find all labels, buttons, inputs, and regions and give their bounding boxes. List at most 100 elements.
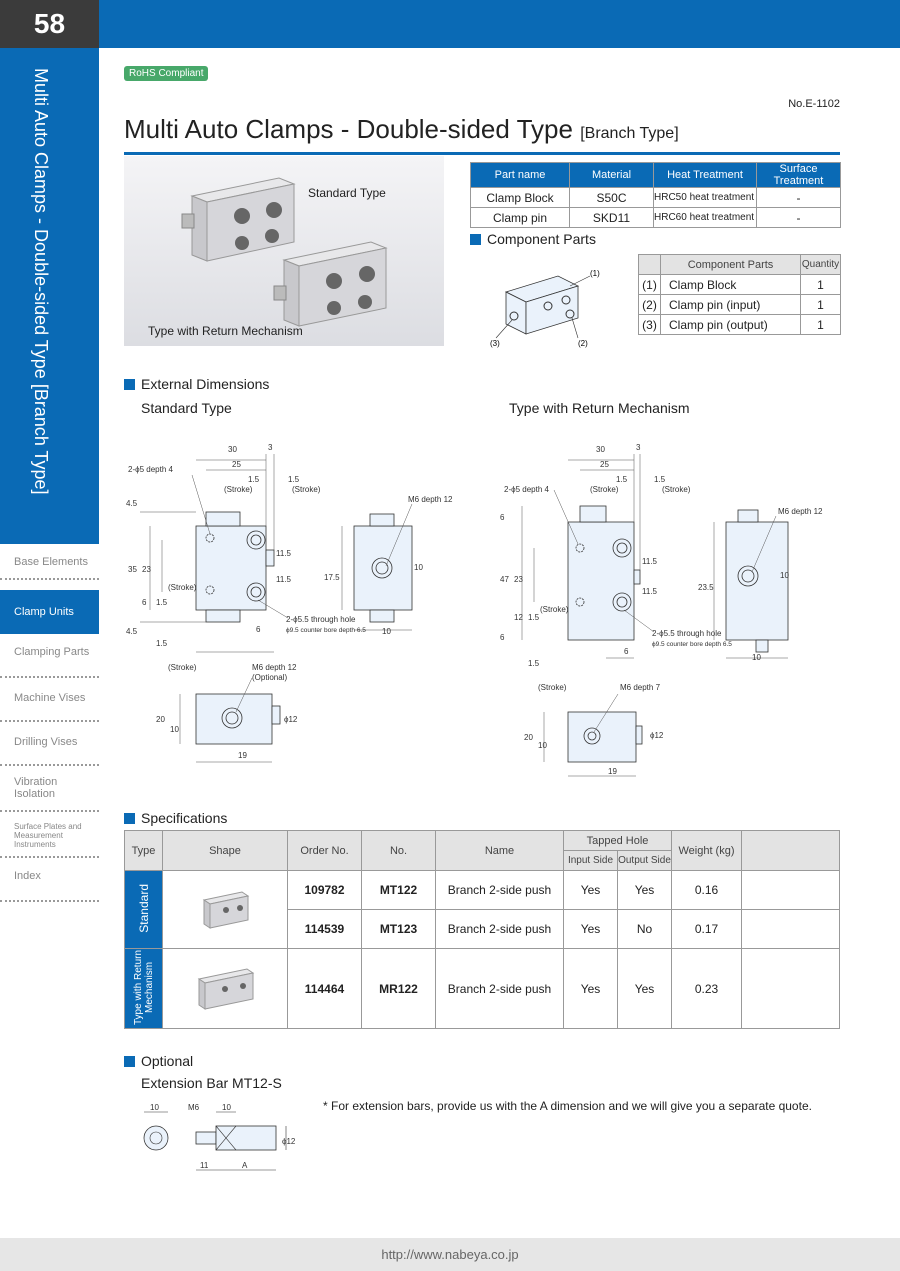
dim-23-5: 23.5 (698, 583, 714, 592)
section-label: External Dimensions (141, 376, 270, 392)
nav-vibration-isolation[interactable]: Vibration Isolation (0, 776, 99, 812)
std-side-body (353, 525, 413, 611)
type-cell-standard: Standard (124, 870, 163, 949)
dim-10: 10 (752, 653, 761, 662)
ret-bottom-pin (635, 725, 643, 745)
ext-dim-m6: M6 (188, 1103, 200, 1112)
output-side: Yes (617, 870, 672, 910)
dim-hole-b: 2-ϕ5.5 through hole (652, 629, 722, 638)
nav-index[interactable]: Index (0, 870, 99, 902)
spec-table: Type Shape Order No. No. Name Tapped Hol… (124, 830, 840, 1029)
dim-19: 19 (608, 767, 617, 776)
dim-hole-b2: ϕ9.5 counter bore depth 6.5 (286, 627, 366, 634)
table-row: Clamp pin SKD11 HRC60 heat treatment - (470, 207, 841, 228)
dim-standard-title: Standard Type (141, 400, 232, 416)
dim-1-5: 1.5 (288, 475, 300, 484)
model-no: MT123 (361, 909, 436, 949)
dim-stroke: (Stroke) (538, 683, 567, 692)
ret-front-pin-side (633, 569, 641, 585)
extension-bar-title: Extension Bar MT12-S (141, 1075, 282, 1091)
table-cell: HRC50 heat treatment (653, 187, 757, 208)
ext-dim-a: A (242, 1161, 248, 1170)
title-rule (124, 152, 840, 155)
nav-surface-plates[interactable]: Surface Plates and Measurement Instrumen… (0, 822, 99, 858)
table-cell: 1 (800, 294, 841, 315)
table-cell: HRC60 heat treatment (653, 207, 757, 228)
spec-header: Tapped Hole (563, 830, 672, 851)
dim-25: 25 (232, 460, 241, 469)
weight: 0.23 (671, 948, 742, 1029)
return-block-render (273, 241, 388, 327)
dim-1-5: 1.5 (528, 613, 540, 622)
dim-phi-12: ϕ12 (284, 715, 298, 724)
standard-block-render (181, 177, 296, 262)
dim-phi-12: ϕ12 (650, 731, 664, 740)
return-type-label: Type with Return Mechanism (148, 324, 303, 338)
order-no: 114464 (287, 948, 362, 1029)
product-photo: Standard Type Type with Return Mechanism (124, 156, 444, 346)
nav-clamp-units[interactable]: Clamp Units (0, 590, 99, 634)
std-side-pin-bottom (369, 609, 395, 623)
spec-subheader: Input Side (563, 850, 618, 871)
std-bottom-body (195, 693, 273, 745)
callout-1: (1) (590, 269, 600, 278)
spec-header: Name (435, 830, 564, 871)
dim-10: 10 (780, 571, 789, 580)
ext-end-view (143, 1125, 169, 1151)
std-bottom-pin (271, 705, 281, 725)
input-side: Yes (563, 870, 618, 910)
order-no: 114539 (287, 909, 362, 949)
standard-type-label: Standard Type (308, 186, 386, 200)
nav-base-elements[interactable]: Base Elements (0, 556, 99, 580)
spec-header: Shape (162, 830, 288, 871)
section-square-icon (124, 1055, 135, 1067)
material-header: Part name (470, 162, 570, 188)
ret-side-pin-bottom (755, 639, 769, 653)
callout-3: (3) (490, 339, 500, 348)
dim-30: 30 (228, 445, 237, 454)
blank-cell (741, 909, 840, 949)
dim-stroke: (Stroke) (540, 605, 569, 614)
ret-front-body (567, 521, 635, 641)
spec-header: Type (124, 830, 163, 871)
ret-front-pin-top (579, 505, 607, 523)
table-cell: (1) (638, 274, 661, 295)
dim-6: 6 (256, 625, 261, 634)
sidebar: Multi Auto Clamps - Double-sided Type [B… (0, 48, 99, 544)
weight: 0.17 (671, 909, 742, 949)
input-side: Yes (563, 909, 618, 949)
nav-machine-vises[interactable]: Machine Vises (0, 692, 99, 722)
product-render (181, 177, 388, 327)
dim-stroke: (Stroke) (224, 485, 253, 494)
std-front-pin-top (205, 511, 241, 527)
spec-header: No. (361, 830, 436, 871)
table-cell: 1 (800, 314, 841, 335)
material-table: Part name Material Heat Treatment Surfac… (470, 162, 841, 228)
table-cell: S50C (569, 187, 654, 208)
dim-11-5: 11.5 (276, 549, 292, 558)
component-header: Component Parts (660, 254, 801, 275)
ext-body (215, 1125, 277, 1151)
dim-return-title: Type with Return Mechanism (509, 400, 690, 416)
ext-thread (195, 1131, 217, 1145)
model-no: MT122 (361, 870, 436, 910)
nav-clamping-parts[interactable]: Clamping Parts (0, 646, 99, 678)
nav-drilling-vises[interactable]: Drilling Vises (0, 736, 99, 766)
standard-dimension-drawing: 30 3 25 1.5 1.5 (Stroke) (Stroke) 2-ϕ5 d… (126, 443, 453, 763)
dim-stroke: (Stroke) (168, 663, 197, 672)
table-row: Standard 109782 MT122 Branch 2-side push… (124, 870, 840, 949)
spec-header: Weight (kg) (671, 830, 742, 871)
table-cell: (2) (638, 294, 661, 315)
blank-cell (741, 948, 840, 1029)
spec-header: Order No. (287, 830, 362, 871)
dim-1-5: 1.5 (528, 659, 540, 668)
table-cell: 1 (800, 274, 841, 295)
dim-4-5: 4.5 (126, 499, 138, 508)
dim-10: 10 (538, 741, 547, 750)
footer-url[interactable]: http://www.nabeya.co.jp (0, 1238, 900, 1271)
dim-1-5: 1.5 (156, 639, 168, 648)
dim-stroke: (Stroke) (590, 485, 619, 494)
output-side: Yes (617, 948, 672, 1029)
ret-side-pin-top (737, 509, 759, 523)
ret-bottom-body (567, 711, 637, 763)
